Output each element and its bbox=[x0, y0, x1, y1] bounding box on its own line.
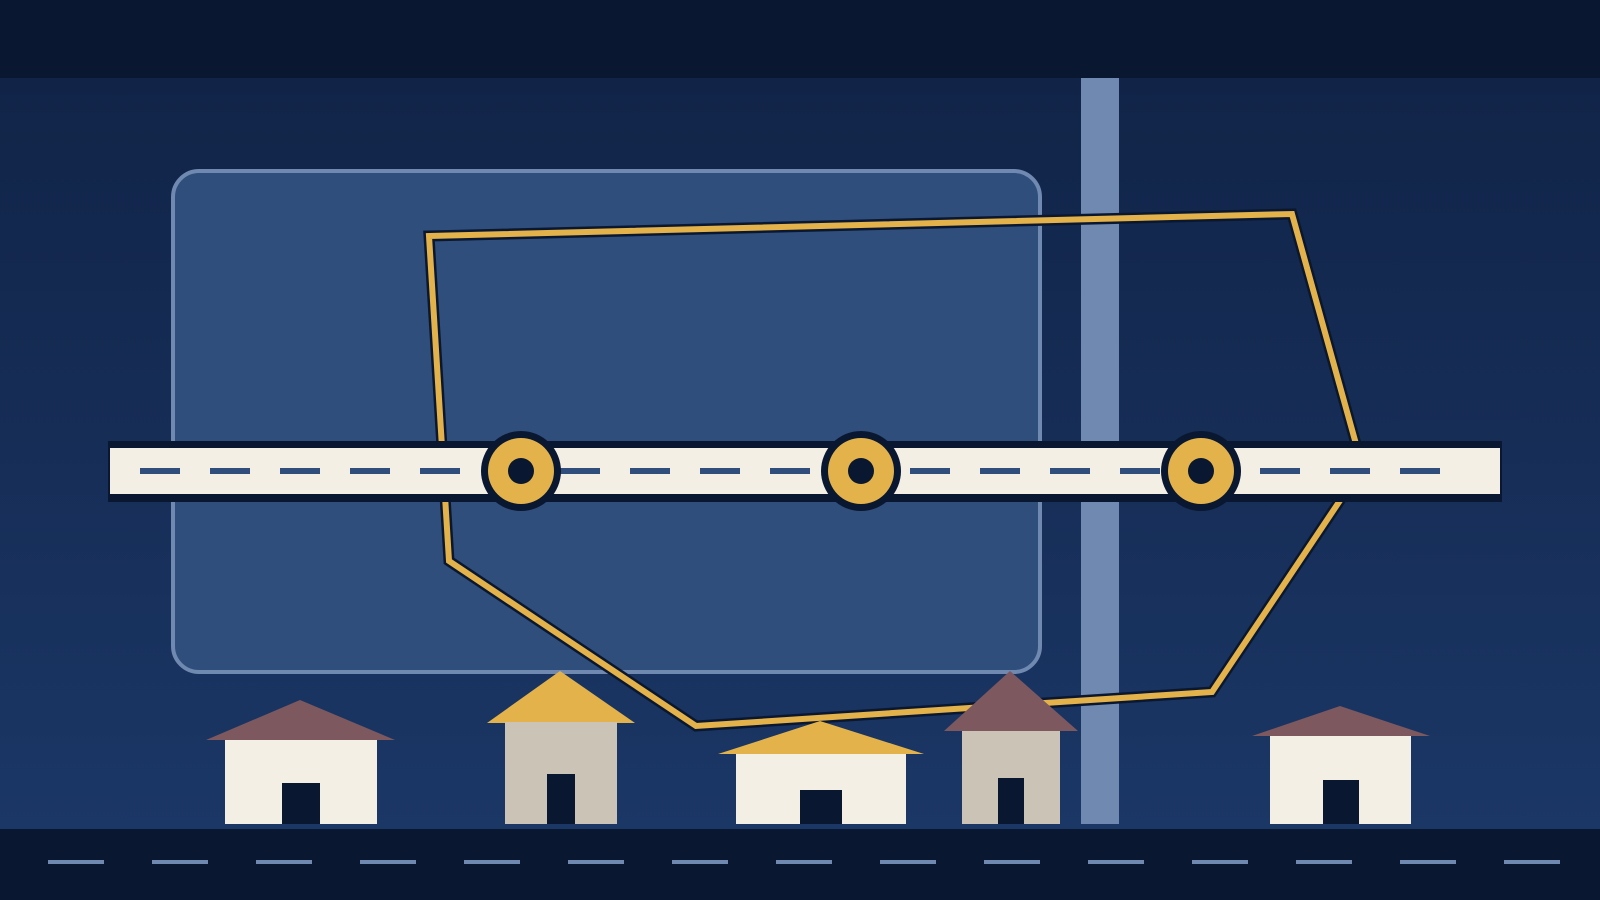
map-panel bbox=[171, 169, 1042, 674]
house-4 bbox=[944, 671, 1078, 827]
house-icon-roof bbox=[944, 671, 1078, 731]
stop-marker-3 bbox=[1161, 431, 1241, 511]
door-icon bbox=[998, 778, 1024, 827]
door-icon bbox=[282, 783, 320, 827]
house-3 bbox=[718, 721, 924, 827]
house-1 bbox=[206, 700, 395, 827]
stop-marker-1 bbox=[481, 431, 561, 511]
house-icon-roof bbox=[1252, 706, 1430, 736]
circle-stop-icon-center bbox=[508, 458, 534, 484]
house-icon-roof bbox=[206, 700, 395, 740]
door-icon bbox=[1323, 780, 1359, 827]
house-5 bbox=[1252, 706, 1430, 827]
route-loop bbox=[425, 210, 1360, 730]
houses-layer bbox=[206, 671, 1430, 827]
stops-layer bbox=[481, 431, 1241, 511]
circle-stop-icon-center bbox=[1188, 458, 1214, 484]
house-2 bbox=[487, 671, 635, 827]
ground-road bbox=[0, 829, 1600, 900]
door-icon bbox=[547, 774, 575, 827]
ground-edge bbox=[0, 824, 1600, 830]
door-icon bbox=[800, 790, 842, 827]
top-band bbox=[0, 0, 1600, 80]
house-icon-roof bbox=[718, 721, 924, 754]
stop-marker-2 bbox=[821, 431, 901, 511]
circle-stop-icon-center bbox=[848, 458, 874, 484]
house-icon-roof bbox=[487, 671, 635, 723]
